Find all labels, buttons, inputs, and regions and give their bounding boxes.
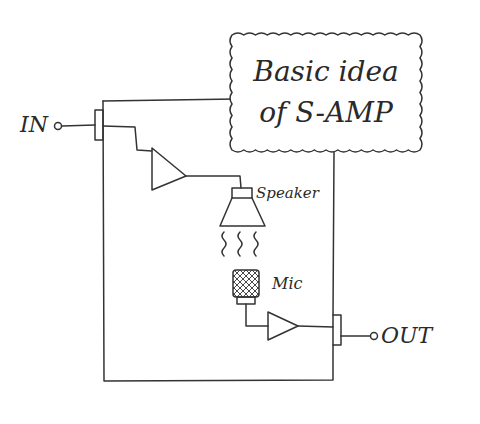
microphone-symbol xyxy=(233,270,259,297)
part-name: Speaker xyxy=(256,186,319,201)
signal-name: IN xyxy=(20,114,48,136)
amplifier-symbol xyxy=(268,312,298,340)
housing-outline xyxy=(103,99,236,101)
wire xyxy=(298,326,333,327)
speaker-symbol xyxy=(232,188,252,198)
cloud-outline xyxy=(232,35,420,150)
title-text: Basic idea of S-AMP xyxy=(246,52,406,133)
input-terminal xyxy=(55,123,62,130)
sound-wave xyxy=(254,232,258,256)
sound-wave xyxy=(238,232,242,256)
input-connector xyxy=(95,110,103,140)
wire xyxy=(103,126,152,151)
part-name: Mic xyxy=(272,276,302,292)
amplifier-symbol xyxy=(152,148,186,190)
signal-name: OUT xyxy=(381,325,432,347)
speaker-symbol xyxy=(220,198,265,226)
wire xyxy=(246,304,268,326)
title-cloud: Basic idea of S-AMP xyxy=(232,35,420,150)
housing-outline xyxy=(333,152,334,315)
output-terminal xyxy=(371,333,378,340)
microphone-symbol xyxy=(237,297,255,304)
wire xyxy=(62,125,95,126)
cloud-outline xyxy=(230,33,422,152)
output-connector xyxy=(333,315,341,345)
sound-wave xyxy=(222,232,226,256)
wire xyxy=(341,335,370,337)
wire xyxy=(186,176,241,188)
